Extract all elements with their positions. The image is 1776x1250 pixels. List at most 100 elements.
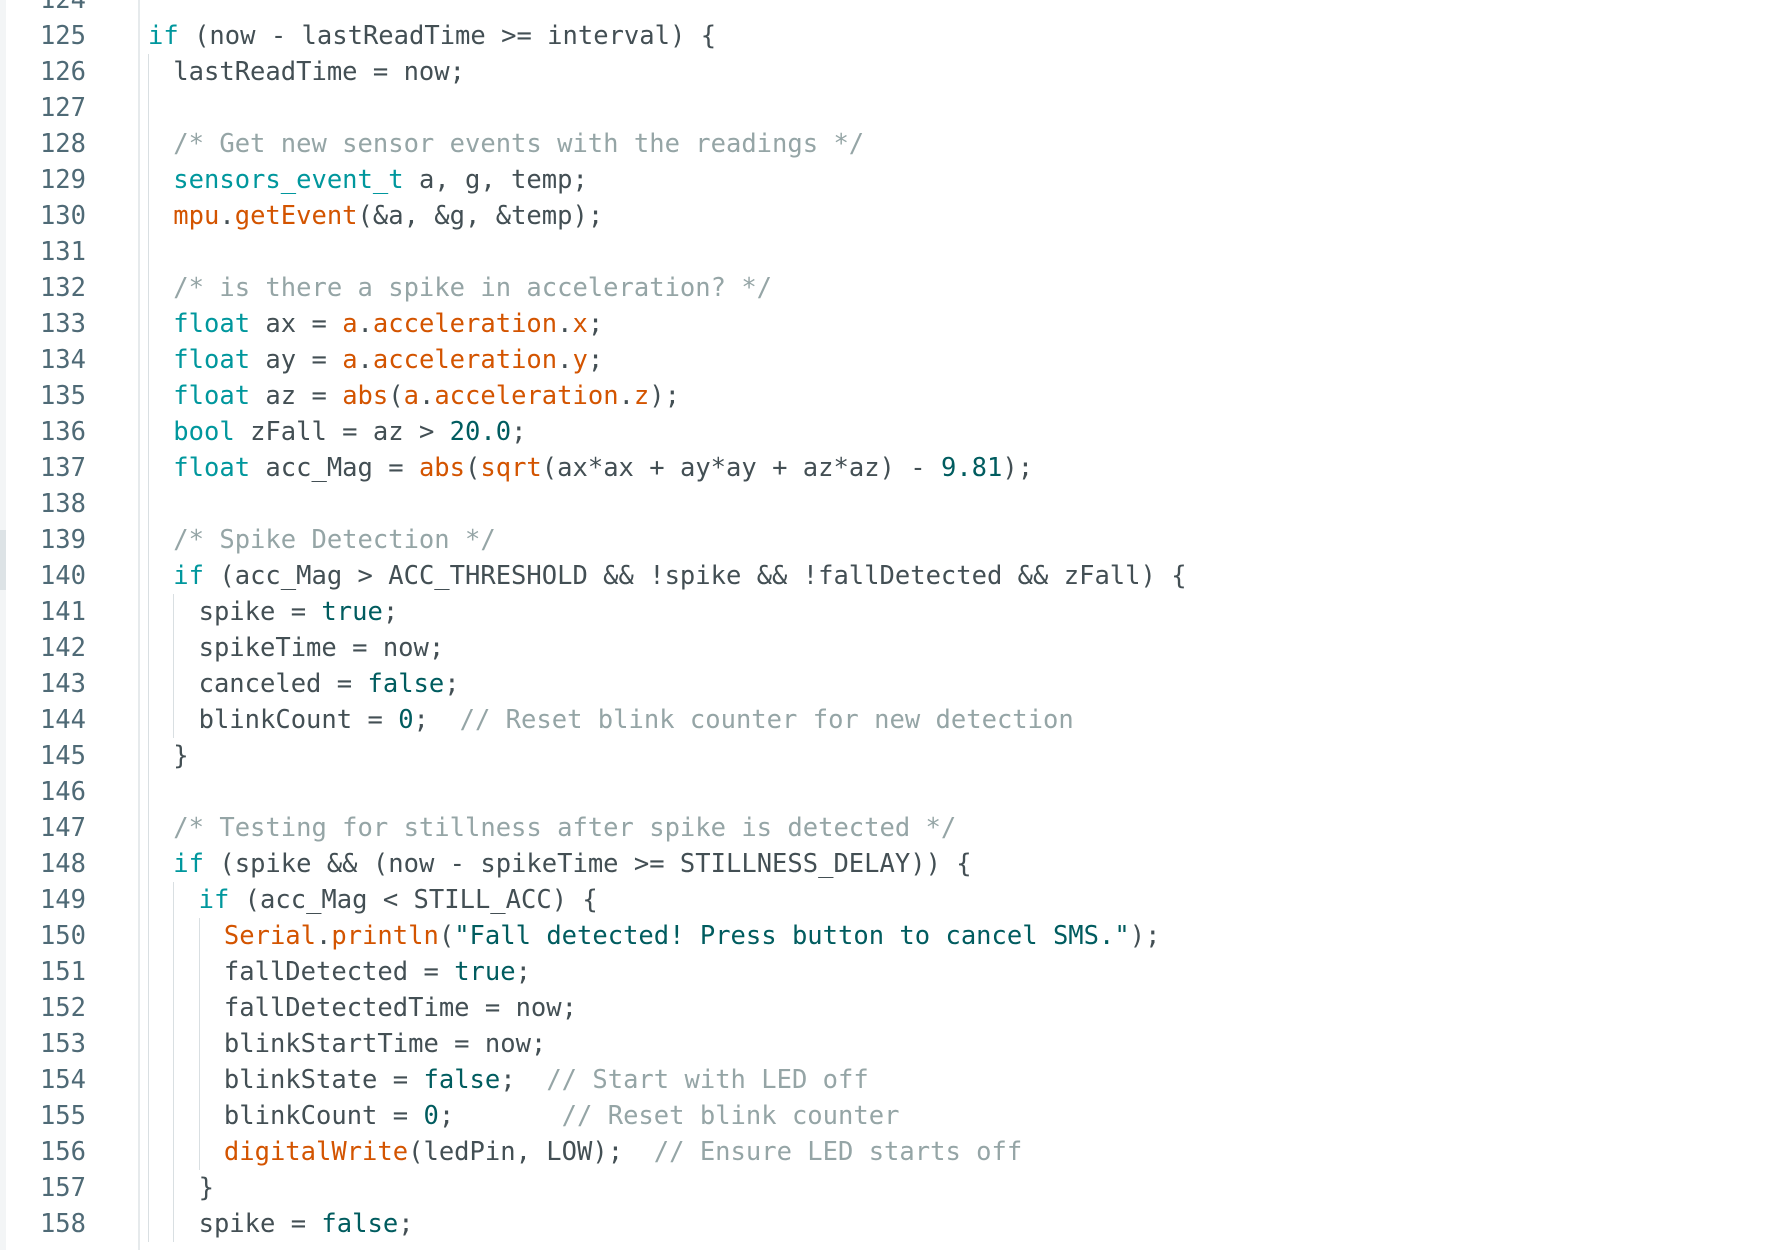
code-token: spikeTime = now; <box>198 633 445 663</box>
code-line[interactable]: 127 <box>0 90 1776 126</box>
code-text[interactable]: } <box>173 738 188 774</box>
code-text[interactable]: bool zFall = az > 20.0; <box>173 414 526 450</box>
indent-guide <box>173 1134 174 1170</box>
code-token: a, g, temp; <box>403 165 588 195</box>
code-token: ; <box>398 1209 414 1239</box>
code-text[interactable]: if (spike && (now - spikeTime >= STILLNE… <box>173 846 971 882</box>
code-line[interactable]: 143 canceled = false; <box>0 666 1776 702</box>
code-text[interactable]: blinkState = false; // Start with LED of… <box>224 1062 869 1098</box>
code-line[interactable]: 157} <box>0 1170 1776 1206</box>
code-text[interactable]: float ax = a.acceleration.x; <box>173 306 603 342</box>
indent-guide <box>173 1206 174 1242</box>
code-text[interactable]: if (now - lastReadTime >= interval) { <box>148 18 716 54</box>
indent-guide <box>173 1098 174 1134</box>
code-token: ; <box>382 597 399 627</box>
code-line[interactable]: 139/* Spike Detection */ <box>0 522 1776 558</box>
line-number: 153 <box>39 1029 86 1059</box>
code-line[interactable]: 132/* is there a spike in acceleration? … <box>0 270 1776 306</box>
indent-guide <box>173 918 174 954</box>
code-text[interactable]: fallDetected = true; <box>224 954 531 990</box>
code-text[interactable]: spike = false; <box>199 1206 414 1242</box>
indent-guide <box>148 522 149 558</box>
code-text[interactable]: fallDetectedTime = now; <box>224 990 577 1026</box>
code-text[interactable]: if (acc_Mag < STILL_ACC) { <box>199 882 598 918</box>
code-line[interactable]: 156 digitalWrite(ledPin, LOW); // Ensure … <box>0 1134 1776 1170</box>
indent-guide <box>148 846 149 882</box>
code-text[interactable]: blinkCount = 0; // Reset blink counter f… <box>199 702 1074 738</box>
code-text[interactable]: sensors_event_t a, g, temp; <box>173 162 588 198</box>
indent-guide <box>148 810 149 846</box>
code-token: x <box>572 309 588 339</box>
code-token: zFall = az > <box>234 417 450 447</box>
indent-guide <box>173 1026 174 1062</box>
code-text[interactable]: float az = abs(a.acceleration.z); <box>173 378 680 414</box>
indent-guide <box>173 702 174 738</box>
line-number: 143 <box>39 669 86 699</box>
line-number: 156 <box>39 1137 86 1167</box>
code-text[interactable]: } <box>199 1170 214 1206</box>
code-line[interactable]: 153 blinkStartTime = now; <box>0 1026 1776 1062</box>
code-line[interactable]: 124 <box>0 0 1776 18</box>
code-line[interactable]: 128/* Get new sensor events with the rea… <box>0 126 1776 162</box>
code-text[interactable]: float ay = a.acceleration.y; <box>173 342 603 378</box>
code-line[interactable]: 152 fallDetectedTime = now; <box>0 990 1776 1026</box>
scroll-position-marker[interactable] <box>0 530 6 590</box>
line-number: 135 <box>39 381 86 411</box>
indent-guide <box>148 954 149 990</box>
code-text[interactable]: /* Testing for stillness after spike is … <box>173 810 956 846</box>
code-line[interactable]: 131 <box>0 234 1776 270</box>
code-text[interactable]: blinkStartTime = now; <box>224 1026 546 1062</box>
code-text[interactable]: float acc_Mag = abs(sqrt(ax*ax + ay*ay +… <box>173 450 1033 486</box>
code-token: blinkStartTime = now; <box>223 1029 547 1059</box>
code-line[interactable]: 138 <box>0 486 1776 522</box>
code-text[interactable]: spikeTime = now; <box>199 630 445 666</box>
code-token: . <box>618 381 634 411</box>
code-text[interactable]: canceled = false; <box>199 666 460 702</box>
code-token: if <box>173 561 205 591</box>
code-token: float <box>173 309 251 339</box>
code-text[interactable]: lastReadTime = now; <box>173 54 465 90</box>
code-token: ; <box>511 417 527 447</box>
code-text[interactable]: /* is there a spike in acceleration? */ <box>173 270 772 306</box>
code-line[interactable]: 146 <box>0 774 1776 810</box>
code-text[interactable]: /* Get new sensor events with the readin… <box>173 126 864 162</box>
code-text[interactable]: blinkCount = 0; // Reset blink counter <box>224 1098 900 1134</box>
code-text[interactable]: /* Spike Detection */ <box>173 522 495 558</box>
code-token: true <box>321 597 383 627</box>
code-token: 0 <box>423 1101 439 1131</box>
line-number: 152 <box>39 993 86 1023</box>
code-token: /* is there a spike in acceleration? */ <box>173 273 773 303</box>
code-token: // Ensure LED starts off <box>653 1137 1023 1167</box>
code-line[interactable]: 145} <box>0 738 1776 774</box>
code-token: a <box>403 381 419 411</box>
code-text[interactable]: if (acc_Mag > ACC_THRESHOLD && !spike &&… <box>173 558 1186 594</box>
code-line[interactable]: 147/* Testing for stillness after spike … <box>0 810 1776 846</box>
code-token: abs <box>418 453 466 483</box>
code-text[interactable]: mpu.getEvent(&a, &g, &temp); <box>173 198 603 234</box>
code-text[interactable]: digitalWrite(ledPin, LOW); // Ensure LED… <box>224 1134 1022 1170</box>
code-text[interactable]: spike = true; <box>199 594 399 630</box>
code-text[interactable]: Serial.println("Fall detected! Press but… <box>224 918 1161 954</box>
